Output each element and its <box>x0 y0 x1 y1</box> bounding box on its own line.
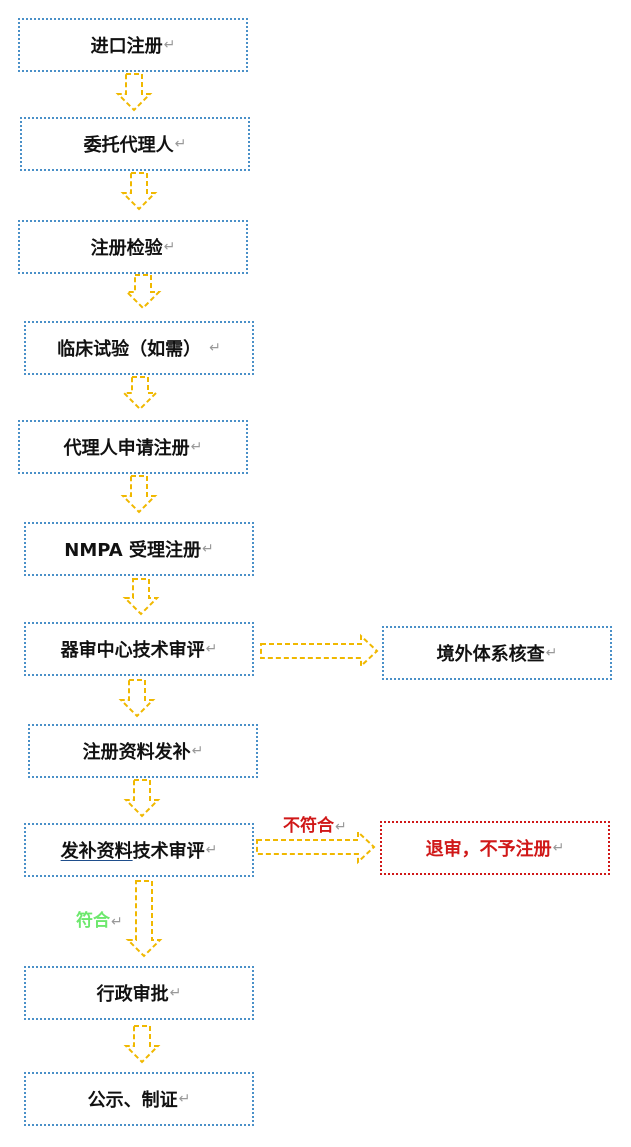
import-registration-box: 进口注册↵ <box>18 18 248 72</box>
return-mark-icon: ↵ <box>191 743 204 759</box>
agent-apply-label: 代理人申请注册 <box>63 438 190 459</box>
return-mark-icon: ↵ <box>205 842 218 858</box>
down-arrow-6 <box>122 578 160 616</box>
return-mark-icon: ↵ <box>209 340 221 356</box>
reject-label: 退审，不予注册 <box>425 839 552 860</box>
publish-certify-label: 公示、制证 <box>87 1090 178 1111</box>
registration-inspection-box: 注册检验↵ <box>18 220 248 274</box>
return-mark-icon: ↵ <box>335 819 347 835</box>
down-arrow-4 <box>121 376 159 411</box>
down-arrow-2 <box>120 172 158 211</box>
publish-certify-box: 公示、制证↵ <box>24 1072 254 1126</box>
appoint-agent-label: 委托代理人 <box>83 135 174 156</box>
clinical-trial-label: 临床试验（如需） <box>57 339 202 360</box>
conform-label: 符合↵ <box>76 911 123 931</box>
supplement-docs-label: 注册资料发补 <box>82 742 191 763</box>
supplement-review-box: 发补资料技术审评↵ <box>24 823 254 877</box>
not-conform-label: 不符合↵ <box>283 816 347 836</box>
admin-approval-label: 行政审批 <box>96 984 169 1005</box>
import-registration-label: 进口注册 <box>90 36 163 57</box>
appoint-agent-box: 委托代理人↵ <box>20 117 250 171</box>
clinical-trial-box: 临床试验（如需） ↵ <box>24 321 254 375</box>
overseas-inspection-label: 境外体系核查 <box>436 644 545 665</box>
return-mark-icon: ↵ <box>178 1091 191 1107</box>
down-arrow-3 <box>124 274 162 310</box>
down-arrow-9-conform <box>125 880 163 958</box>
return-mark-icon: ↵ <box>552 840 565 856</box>
admin-approval-box: 行政审批↵ <box>24 966 254 1020</box>
return-mark-icon: ↵ <box>169 985 182 1001</box>
return-mark-icon: ↵ <box>190 439 203 455</box>
tech-review-label: 器审中心技术审评 <box>60 640 205 661</box>
down-arrow-1 <box>115 73 153 112</box>
supplement-review-label-underlined: 发补资料 <box>60 841 133 862</box>
right-arrow-reject <box>256 829 376 865</box>
tech-review-box: 器审中心技术审评↵ <box>24 622 254 676</box>
supplement-docs-box: 注册资料发补↵ <box>28 724 258 778</box>
return-mark-icon: ↵ <box>205 641 218 657</box>
down-arrow-8 <box>123 779 161 818</box>
nmpa-accept-label: NMPA 受理注册 <box>64 540 201 561</box>
supplement-review-label: 技术审评 <box>132 841 205 862</box>
down-arrow-5 <box>120 475 158 514</box>
registration-inspection-label: 注册检验 <box>90 238 163 259</box>
return-mark-icon: ↵ <box>163 37 176 53</box>
down-arrow-7 <box>118 679 156 718</box>
return-mark-icon: ↵ <box>111 914 123 930</box>
down-arrow-10 <box>123 1025 161 1064</box>
overseas-inspection-box: 境外体系核查↵ <box>382 626 612 680</box>
reject-box: 退审，不予注册↵ <box>380 821 610 875</box>
return-mark-icon: ↵ <box>163 239 176 255</box>
return-mark-icon: ↵ <box>201 541 214 557</box>
right-arrow-overseas <box>260 633 379 669</box>
return-mark-icon: ↵ <box>545 645 558 661</box>
nmpa-accept-box: NMPA 受理注册↵ <box>24 522 254 576</box>
return-mark-icon: ↵ <box>174 136 187 152</box>
agent-apply-box: 代理人申请注册↵ <box>18 420 248 474</box>
